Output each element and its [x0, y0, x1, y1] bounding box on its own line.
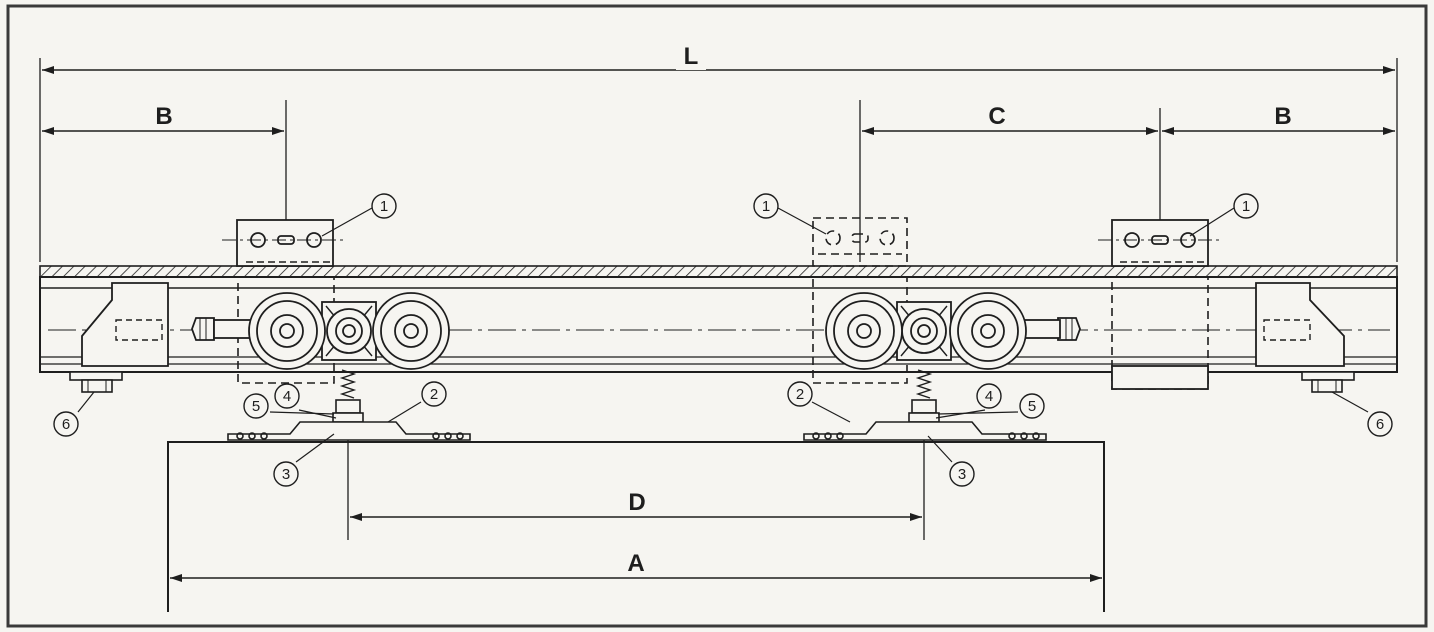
dimension-arrows [42, 66, 1395, 582]
part-number-2-left: 2 [430, 386, 438, 403]
dim-label-A: A [627, 550, 644, 577]
track-rail [39, 265, 1398, 373]
hanger-right [803, 369, 1047, 441]
dim-label-D: D [628, 489, 645, 516]
part-number-3-left: 3 [282, 466, 290, 483]
part-number-2-right: 2 [796, 386, 804, 403]
leader-lines [77, 207, 1369, 463]
bracket-middle [812, 217, 908, 384]
part-number-4-left: 4 [283, 388, 291, 405]
fixing-left [69, 371, 123, 393]
part-number-3-right: 3 [958, 466, 966, 483]
part-number-1-left: 1 [380, 198, 388, 215]
door-panel [167, 441, 1105, 612]
dim-label-B-right: B [1274, 103, 1291, 130]
bracket-right [1098, 219, 1222, 390]
dim-label-B-left: B [155, 103, 172, 130]
trolley-left [191, 292, 450, 370]
drawing-frame [6, 4, 1428, 628]
end-stop-right [1255, 282, 1345, 367]
fixing-right [1301, 371, 1355, 393]
part-number-6-right: 6 [1376, 416, 1384, 433]
end-stop-left [81, 282, 169, 367]
part-number-1-right: 1 [1242, 198, 1250, 215]
dim-label-L: L [684, 43, 699, 70]
part-number-4-right: 4 [985, 388, 993, 405]
part-number-5-left: 5 [252, 398, 260, 415]
part-number-6-left: 6 [62, 416, 70, 433]
part-number-5-right: 5 [1028, 398, 1036, 415]
dim-label-C: C [988, 103, 1005, 130]
hanger-left [227, 369, 471, 441]
part-number-1-middle: 1 [762, 198, 770, 215]
part-balloons: 1 1 1 2 2 3 3 4 4 5 5 6 6 [53, 193, 1393, 487]
trolley-right [825, 292, 1081, 370]
